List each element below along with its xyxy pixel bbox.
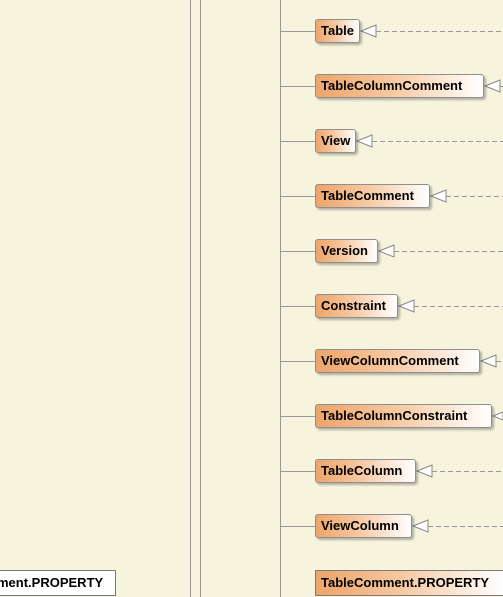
class-node-comment-property-left[interactable]: ment.PROPERTY bbox=[0, 570, 116, 596]
class-node-table[interactable]: Table bbox=[315, 19, 360, 43]
inheritance-arrowhead bbox=[479, 354, 497, 368]
class-node-version[interactable]: Version bbox=[315, 239, 378, 263]
inheritance-arrowhead bbox=[429, 189, 447, 203]
class-node-table-column-constraint[interactable]: TableColumnConstraint bbox=[315, 404, 492, 428]
class-node-table-comment[interactable]: TableComment bbox=[315, 184, 430, 208]
class-node-view-column[interactable]: ViewColumn bbox=[315, 514, 412, 538]
inheritance-arrowhead bbox=[377, 244, 395, 258]
inheritance-arrowhead bbox=[359, 24, 377, 38]
class-node-table-comment-property[interactable]: TableComment.PROPERTY bbox=[315, 570, 503, 596]
class-node-view[interactable]: View bbox=[315, 129, 356, 153]
class-node-constraint[interactable]: Constraint bbox=[315, 294, 398, 318]
class-node-table-column[interactable]: TableColumn bbox=[315, 459, 416, 483]
inheritance-arrowhead bbox=[355, 134, 373, 148]
inheritance-arrowhead bbox=[397, 299, 415, 313]
inheritance-arrowhead bbox=[411, 519, 429, 533]
inheritance-arrowhead bbox=[483, 79, 501, 93]
inheritance-arrowhead bbox=[491, 411, 503, 421]
class-node-table-column-comment[interactable]: TableColumnComment bbox=[315, 74, 484, 98]
class-node-view-column-comment[interactable]: ViewColumnComment bbox=[315, 349, 480, 373]
inheritance-arrowhead bbox=[415, 464, 433, 478]
